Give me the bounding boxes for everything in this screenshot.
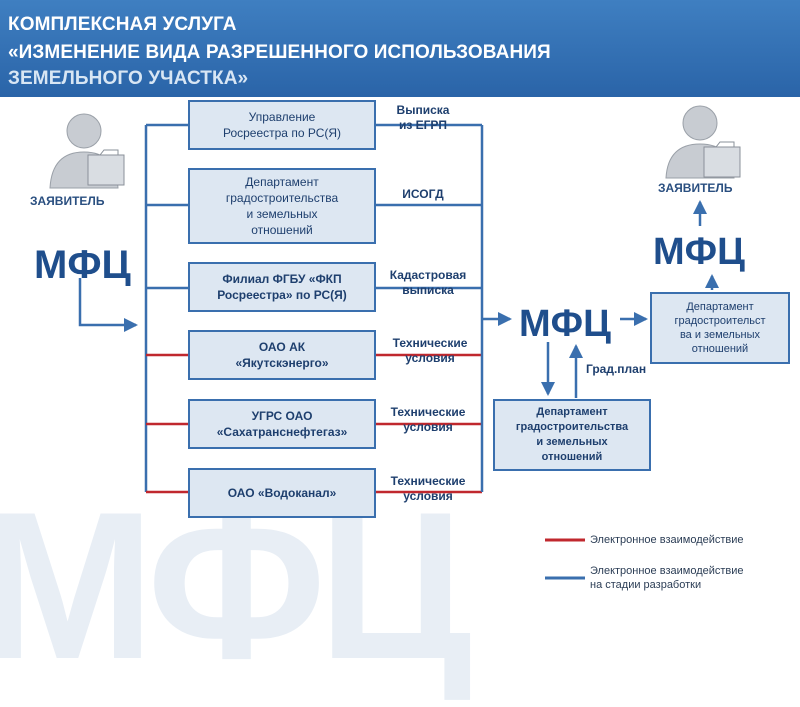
mfc-logo-left: МФЦ: [34, 243, 131, 287]
doc-label-tech-1: Технические условия: [392, 336, 468, 365]
mfc-logo-text: МФЦ: [34, 243, 131, 287]
agency-yakutskenergo-box: ОАО АК «Якутскэнерго»: [188, 330, 376, 380]
svg-text:МФЦ: МФЦ: [519, 303, 611, 345]
legend-electronic: Электронное взаимодействие: [590, 534, 744, 546]
applicant-label-left: ЗАЯВИТЕЛЬ: [30, 194, 105, 208]
doc-label-isogd: ИСОГД: [402, 187, 444, 201]
mfc-logo-center: МФЦ: [519, 303, 611, 345]
title-banner: КОМПЛЕКСНАЯ УСЛУГА «ИЗМЕНЕНИЕ ВИДА РАЗРЕ…: [0, 0, 800, 97]
person-icon-left: [49, 113, 125, 189]
title-line-3: ЗЕМЕЛЬНОГО УЧАСТКА»: [8, 68, 249, 89]
doc-label-tech-2: Технические условия: [390, 405, 466, 434]
legend-electronic-dev: Электронное взаимодействие на стадии раз…: [590, 565, 744, 591]
dept-right-box: Департамент градостроительст ва и земель…: [650, 292, 790, 364]
title-line-2: «ИЗМЕНЕНИЕ ВИДА РАЗРЕШЕННОГО ИСПОЛЬЗОВАН…: [8, 42, 551, 63]
svg-text:МФЦ: МФЦ: [653, 231, 745, 273]
agency-sakhatransneftegaz-box: УГРС ОАО «Сахатранснефтегаз»: [188, 399, 376, 449]
agency-dept-grad-box: Департамент градостроительства и земельн…: [188, 168, 376, 244]
title-line-1: КОМПЛЕКСНАЯ УСЛУГА: [8, 14, 237, 35]
agency-vodokanal-box: ОАО «Водоканал»: [188, 468, 376, 518]
grad-plan-label: Град.план: [586, 362, 647, 376]
dept-bottom-box: Департамент градостроительства и земельн…: [493, 399, 651, 471]
doc-label-tech-3: Технические условия: [390, 474, 466, 503]
flow-diagram: МФЦ МФЦ МФЦ: [34, 105, 745, 580]
applicant-label-right: ЗАЯВИТЕЛЬ: [658, 181, 733, 195]
agency-fkp-box: Филиал ФГБУ «ФКП Росреестра» по РС(Я): [188, 262, 376, 312]
agency-rosreestr-box: Управление Росреестра по РС(Я): [188, 100, 376, 150]
doc-label-cadastral: Кадастровая выписка: [389, 268, 467, 297]
doc-label-egrp: Выписка из ЕГРП: [396, 103, 450, 132]
mfc-logo-right: МФЦ: [653, 231, 745, 273]
person-icon-right: [665, 105, 741, 179]
